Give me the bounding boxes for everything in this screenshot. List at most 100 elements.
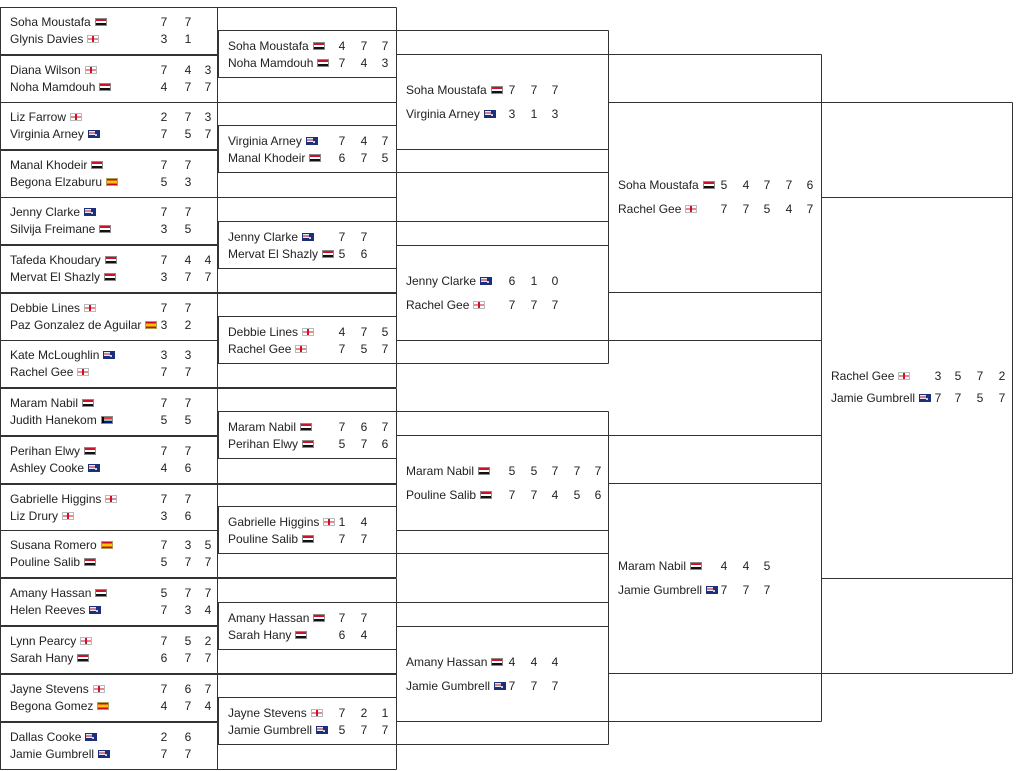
player-name[interactable]: Silvija Freimane: [10, 221, 112, 237]
set-score: 7: [360, 611, 368, 625]
flag-aus-icon: [87, 130, 100, 138]
set-score: 7: [508, 83, 516, 97]
set-score: 4: [360, 515, 368, 529]
set-score: 7: [204, 682, 212, 696]
player-name[interactable]: Begona Elzaburu: [10, 174, 119, 190]
player-name[interactable]: Amany Hassan: [406, 654, 504, 670]
player-name[interactable]: Rachel Gee: [228, 341, 308, 357]
player-name[interactable]: Paz Gonzalez de Aguilar: [10, 317, 158, 333]
set-score: 3: [934, 369, 942, 383]
set-score: 7: [720, 202, 728, 216]
player-name[interactable]: Manal Khodeir: [10, 157, 104, 173]
player-name[interactable]: Gabrielle Higgins: [10, 491, 118, 507]
player-name[interactable]: Mervat El Shazly: [10, 269, 117, 285]
player-name[interactable]: Jamie Gumbrell: [831, 390, 932, 406]
player-name[interactable]: Noha Mamdouh: [10, 79, 112, 95]
player-name[interactable]: Liz Farrow: [10, 109, 83, 125]
set-score: 1: [381, 706, 389, 720]
set-score: 6: [160, 651, 168, 665]
player-name-text: Jayne Stevens: [228, 706, 307, 720]
player-name[interactable]: Lynn Pearcy: [10, 633, 93, 649]
set-score: 7: [551, 298, 559, 312]
set-score: 7: [184, 699, 192, 713]
player-name[interactable]: Jayne Stevens: [10, 681, 105, 697]
player-name[interactable]: Jamie Gumbrell: [228, 722, 329, 738]
player-name[interactable]: Pouline Salib: [406, 487, 493, 503]
player-name[interactable]: Judith Hanekom: [10, 412, 113, 428]
player-name[interactable]: Perihan Elwy: [10, 443, 97, 459]
player-name[interactable]: Amany Hassan: [10, 585, 108, 601]
set-score: 4: [160, 699, 168, 713]
player-name[interactable]: Soha Moustafa: [228, 38, 325, 54]
player-name[interactable]: Helen Reeves: [10, 602, 102, 618]
player-name[interactable]: Maram Nabil: [618, 558, 703, 574]
player-name[interactable]: Glynis Davies: [10, 31, 100, 47]
player-name[interactable]: Jenny Clarke: [406, 273, 493, 289]
player-name[interactable]: Maram Nabil: [228, 419, 313, 435]
set-score: 7: [160, 444, 168, 458]
player-name[interactable]: Tafeda Khoudary: [10, 252, 117, 268]
player-name[interactable]: Jayne Stevens: [228, 705, 323, 721]
player-name[interactable]: Rachel Gee: [618, 201, 698, 217]
player-name[interactable]: Pouline Salib: [228, 531, 315, 547]
set-score: 1: [530, 274, 538, 288]
player-name[interactable]: Jamie Gumbrell: [406, 678, 507, 694]
set-score: 5: [184, 634, 192, 648]
player-name[interactable]: Jamie Gumbrell: [618, 582, 719, 598]
player-name[interactable]: Virginia Arney: [228, 133, 318, 149]
player-name[interactable]: Debbie Lines: [10, 300, 97, 316]
player-name[interactable]: Rachel Gee: [831, 368, 911, 384]
player-name[interactable]: Gabrielle Higgins: [228, 514, 336, 530]
player-name[interactable]: Ashley Cooke: [10, 460, 101, 476]
set-score: 7: [204, 127, 212, 141]
player-name[interactable]: Virginia Arney: [10, 126, 100, 142]
player-name[interactable]: Maram Nabil: [406, 463, 491, 479]
flag-egy-icon: [690, 562, 703, 570]
set-score: 7: [360, 151, 368, 165]
player-name-text: Amany Hassan: [406, 655, 488, 669]
player-name[interactable]: Pouline Salib: [10, 554, 97, 570]
set-score: 6: [360, 247, 368, 261]
player-name-text: Sarah Hany: [228, 628, 292, 642]
player-name[interactable]: Maram Nabil: [10, 395, 95, 411]
player-name-text: Jamie Gumbrell: [406, 679, 491, 693]
player-name[interactable]: Jenny Clarke: [10, 204, 97, 220]
player-name[interactable]: Liz Drury: [10, 508, 75, 524]
player-name[interactable]: Sarah Hany: [228, 627, 308, 643]
flag-eng-icon: [685, 205, 698, 213]
player-name-text: Jenny Clarke: [228, 230, 299, 244]
player-name[interactable]: Debbie Lines: [228, 324, 315, 340]
player-name[interactable]: Virginia Arney: [406, 106, 496, 122]
player-name[interactable]: Susana Romero: [10, 537, 113, 553]
player-name[interactable]: Rachel Gee: [406, 297, 486, 313]
player-name[interactable]: Soha Moustafa: [10, 14, 107, 30]
set-score: 3: [160, 509, 168, 523]
player-name[interactable]: Kate McLoughlin: [10, 347, 116, 363]
player-name[interactable]: Soha Moustafa: [618, 177, 715, 193]
flag-egy-icon: [99, 225, 112, 233]
player-name[interactable]: Manal Khodeir: [228, 150, 322, 166]
player-name[interactable]: Mervat El Shazly: [228, 246, 335, 262]
player-name[interactable]: Jenny Clarke: [228, 229, 315, 245]
player-name[interactable]: Perihan Elwy: [228, 436, 315, 452]
player-name[interactable]: Sarah Hany: [10, 650, 90, 666]
player-name[interactable]: Begona Gomez: [10, 698, 110, 714]
player-name[interactable]: Rachel Gee: [10, 364, 90, 380]
player-name[interactable]: Diana Wilson: [10, 62, 97, 78]
set-score: 7: [742, 202, 750, 216]
player-name[interactable]: Soha Moustafa: [406, 82, 503, 98]
player-name[interactable]: Amany Hassan: [228, 610, 326, 626]
player-name[interactable]: Jamie Gumbrell: [10, 746, 111, 762]
player-name[interactable]: Noha Mamdouh: [228, 55, 330, 71]
set-score: 7: [551, 464, 559, 478]
set-score: 7: [530, 83, 538, 97]
set-score: 7: [954, 391, 962, 405]
set-score: 7: [381, 342, 389, 356]
player-name[interactable]: Dallas Cooke: [10, 729, 98, 745]
